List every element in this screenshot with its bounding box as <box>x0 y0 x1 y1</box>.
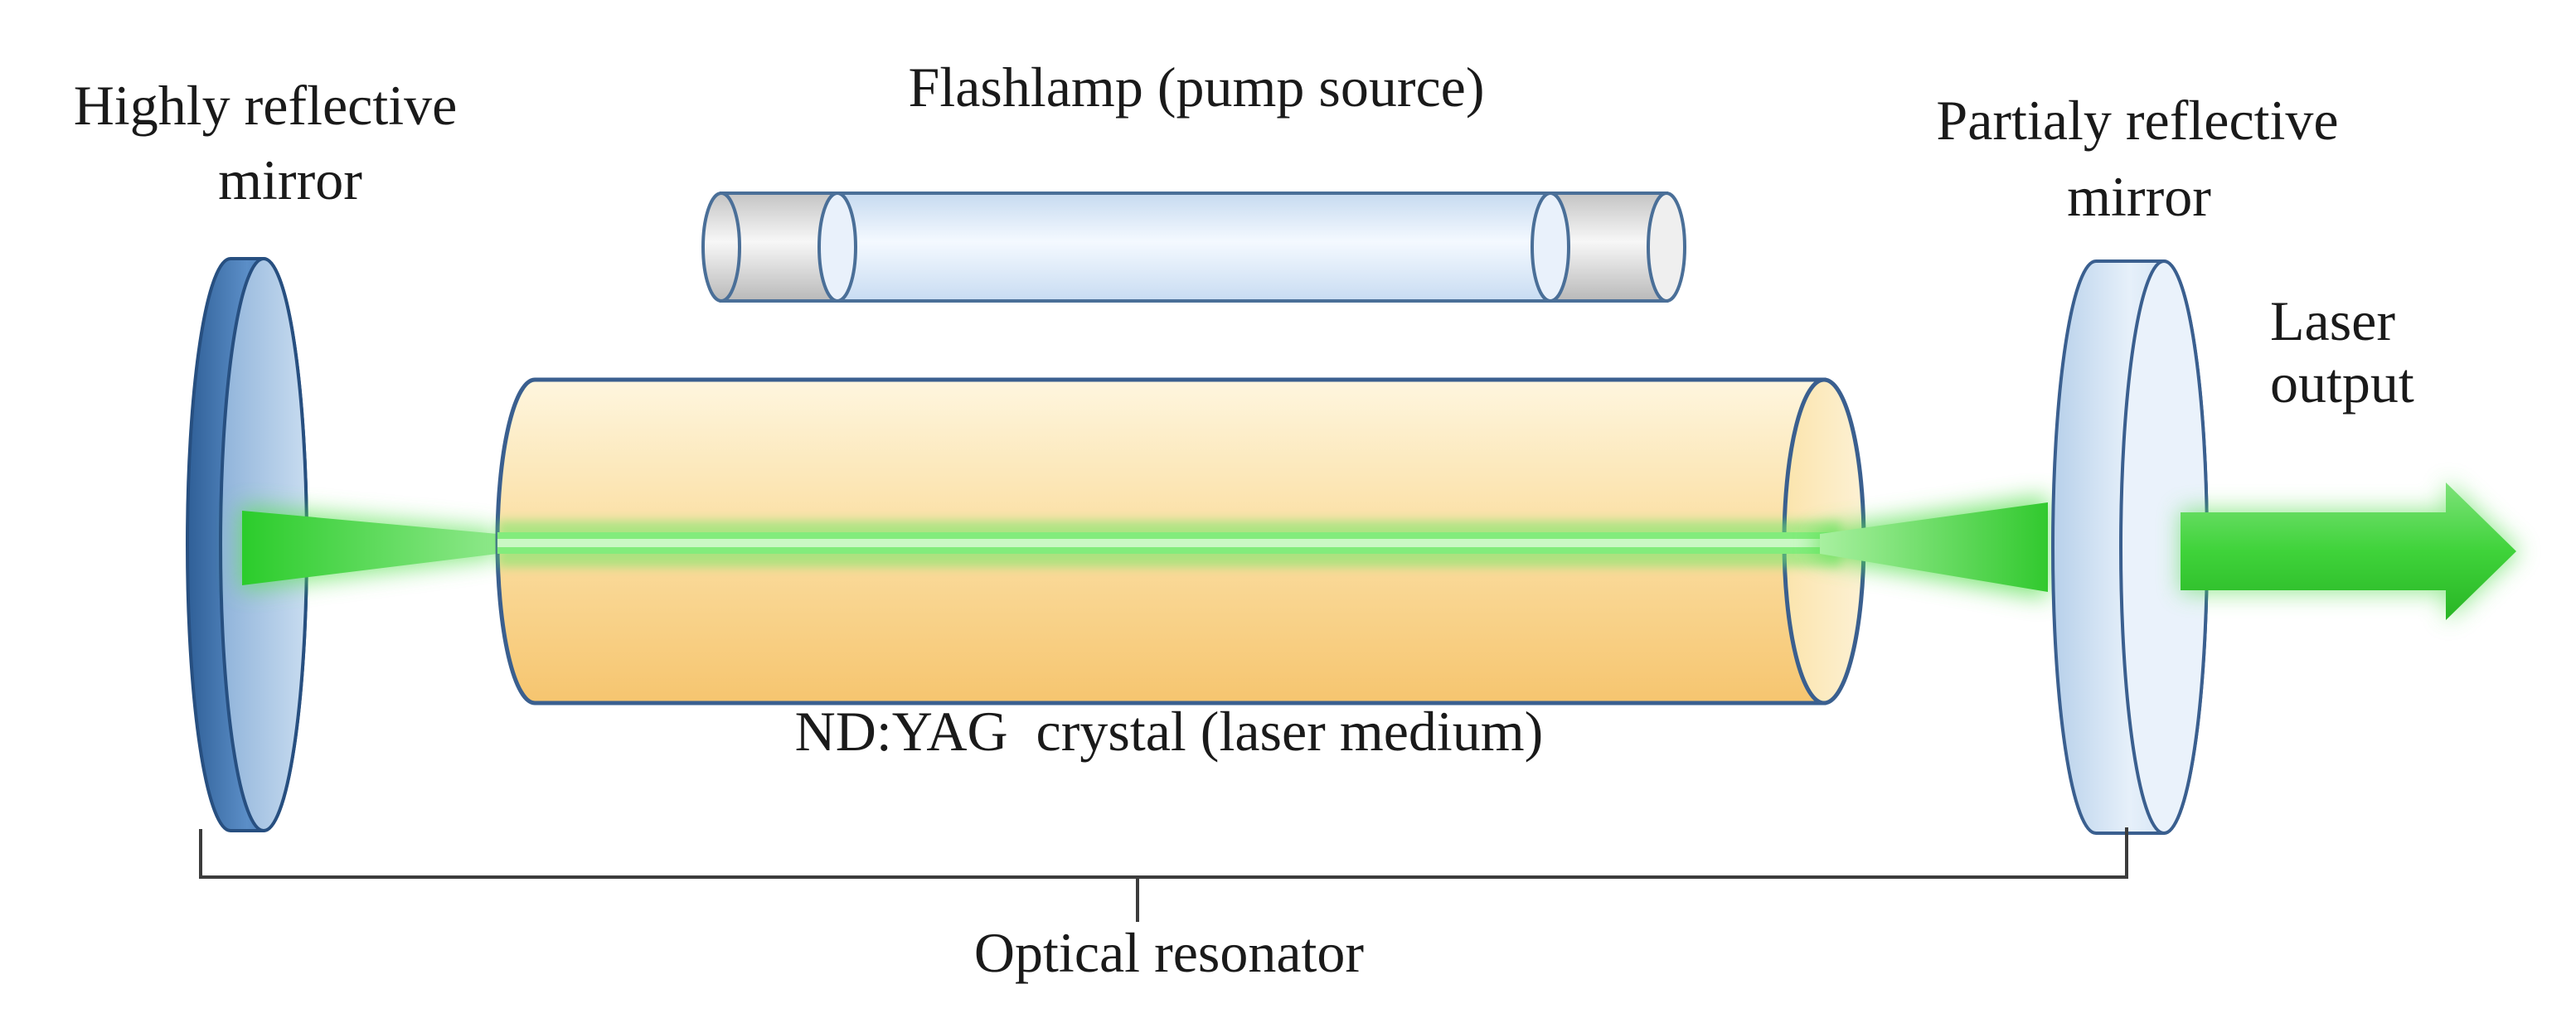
flashlamp <box>701 192 1686 303</box>
highly-reflective-mirror-label: Highly reflective <box>74 74 458 137</box>
laser-output-label-line2: output <box>2270 352 2414 415</box>
flashlamp-left-cap <box>701 192 857 303</box>
optical-resonator-bracket <box>199 827 2128 922</box>
beam-through-crystal <box>497 521 1841 567</box>
beam-left <box>240 506 497 590</box>
crystal-label: ND:YAG crystal (laser medium) <box>795 700 1544 763</box>
beam-right <box>1816 496 2048 599</box>
partially-reflective-mirror <box>2051 259 2209 835</box>
laser-output-label: Laser <box>2270 289 2395 352</box>
partially-reflective-mirror-label: Partialy reflective <box>1936 89 2338 152</box>
optical-resonator-label: Optical resonator <box>974 921 1365 984</box>
highly-reflective-mirror-label-line2: mirror <box>218 148 362 211</box>
flashlamp-tube <box>836 192 1552 303</box>
flashlamp-right-cap <box>1531 192 1686 303</box>
laser-output-arrow <box>2181 481 2520 622</box>
partially-reflective-mirror-label-line2: mirror <box>2067 165 2211 228</box>
flashlamp-label: Flashlamp (pump source) <box>909 56 1485 119</box>
